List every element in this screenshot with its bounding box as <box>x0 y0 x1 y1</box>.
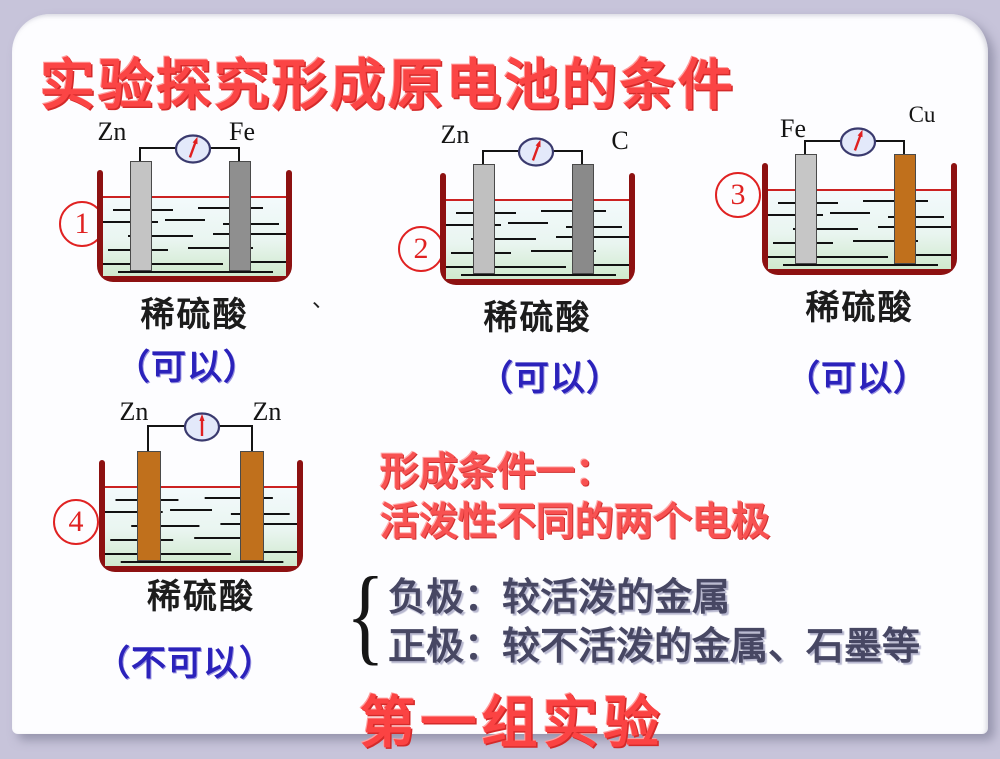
cell-number-badge: 4 <box>53 499 99 545</box>
left-electrode-label: Fe <box>780 114 806 143</box>
condition-line-2: 活泼性不同的两个电极 <box>380 501 771 544</box>
electrode-notes: { 负极：较活泼的金属 正极：较不活泼的金属、石墨等 <box>346 562 921 672</box>
electrode-left <box>795 154 817 264</box>
galvanometer-icon <box>171 131 215 167</box>
condition-line-1: 形成条件一： <box>380 451 615 494</box>
slide-panel: 实验探究形成原电池的条件 1 Zn Fe <box>12 14 988 755</box>
beaker <box>762 163 957 275</box>
wire <box>581 150 583 165</box>
electrode-right <box>572 164 594 274</box>
right-electrode-label: Zn <box>252 397 282 426</box>
electrolyte-label: 稀硫酸 <box>483 300 592 337</box>
wire <box>482 150 484 165</box>
positive-electrode-note: 正极：较不活泼的金属、石墨等 <box>388 626 921 668</box>
negative-electrode-note: 负极：较活泼的金属 <box>388 577 731 619</box>
slide-title: 实验探究形成原电池的条件 <box>40 55 737 116</box>
experiment-cell-2: 2 Zn C <box>390 112 670 402</box>
verdict-label: （可以） <box>477 359 622 398</box>
electrode-left <box>137 451 161 561</box>
beaker <box>97 170 292 282</box>
electrolyte-liquid <box>105 486 297 566</box>
verdict-label: （可以） <box>784 359 929 398</box>
right-electrode-label: Fe <box>229 117 255 146</box>
experiment-cell-3: 3 Fe Cu <box>712 102 992 398</box>
electrolyte-label: 稀硫酸 <box>805 290 914 327</box>
electrolyte-label: 稀硫酸 <box>140 297 249 334</box>
verdict-label: （不可以） <box>95 644 276 683</box>
right-electrode-label: Cu <box>908 102 936 127</box>
wire <box>238 147 240 162</box>
galvanometer-icon <box>836 124 880 160</box>
left-electrode-label: Zn <box>440 120 470 149</box>
galvanometer-icon <box>180 409 224 445</box>
wire <box>251 425 253 452</box>
verdict-label: （可以） <box>114 348 259 387</box>
wire <box>139 147 141 162</box>
electrode-right <box>229 161 251 271</box>
cell-number-badge: 3 <box>715 172 761 218</box>
cell-number-badge: 2 <box>398 226 444 272</box>
wire <box>903 140 905 155</box>
left-electrode-label: Zn <box>97 117 127 146</box>
left-electrode-label: Zn <box>119 397 149 426</box>
experiment-cell-4: 4 Zn Zn <box>47 397 327 689</box>
wire <box>804 140 806 155</box>
wire <box>147 425 149 452</box>
right-electrode-label: C <box>611 126 629 155</box>
condition-statement: 形成条件一： 活泼性不同的两个电极 <box>380 448 770 548</box>
beaker <box>99 460 303 572</box>
brace-glyph: { <box>346 556 385 675</box>
galvanometer-icon <box>514 134 558 170</box>
electrode-right <box>894 154 916 264</box>
electrode-left <box>473 164 495 274</box>
beaker <box>440 173 635 285</box>
electrode-left <box>130 161 152 271</box>
slide-footer-title: 第一组实验 <box>359 693 665 755</box>
stray-mark: 、 <box>312 287 335 312</box>
electrolyte-label: 稀硫酸 <box>147 579 255 616</box>
electrode-right <box>240 451 264 561</box>
experiment-cell-1: 1 Zn Fe <box>47 109 327 399</box>
